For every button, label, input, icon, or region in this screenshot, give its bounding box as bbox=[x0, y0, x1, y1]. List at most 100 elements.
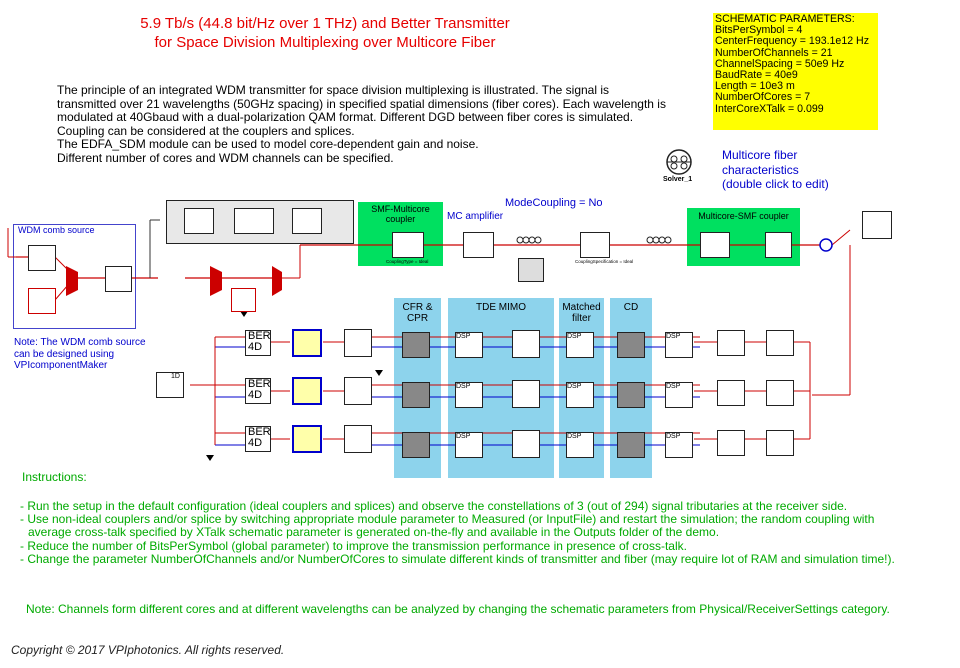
constellation-icon[interactable] bbox=[292, 425, 322, 453]
param-item: BaudRate = 40e9 bbox=[715, 69, 798, 82]
coupler-module[interactable] bbox=[765, 232, 792, 258]
laser-source-module[interactable] bbox=[28, 245, 56, 271]
cd-module[interactable] bbox=[617, 332, 645, 358]
mcf-line: characteristics bbox=[722, 162, 799, 177]
decoder-module[interactable] bbox=[344, 425, 372, 453]
constellation-icon[interactable] bbox=[292, 377, 322, 405]
mimo-module[interactable] bbox=[512, 330, 540, 358]
decoder-module[interactable] bbox=[344, 329, 372, 357]
constellation-icon[interactable] bbox=[292, 329, 322, 357]
instruction-item: - Change the parameter NumberOfChannels … bbox=[20, 551, 895, 566]
dsp-label: DSP bbox=[666, 333, 681, 340]
spectrum-analyzer-icon[interactable] bbox=[862, 211, 892, 239]
dsp-module[interactable]: DSP bbox=[566, 332, 594, 358]
coherent-receiver-module[interactable] bbox=[717, 330, 745, 356]
coherent-receiver-module[interactable] bbox=[717, 380, 745, 406]
plot-1d-icon[interactable]: 1D bbox=[156, 372, 184, 398]
dsp-label: DSP bbox=[567, 383, 582, 390]
ber-label: BER bbox=[248, 330, 271, 342]
cd-module[interactable] bbox=[617, 432, 645, 458]
coupling-spec-label: CouplingSpecification = Ideal bbox=[575, 259, 634, 264]
cd-module[interactable] bbox=[617, 382, 645, 408]
dsp-module[interactable]: DSP bbox=[665, 332, 693, 358]
dsp-label: DSP bbox=[456, 383, 471, 390]
desc-line: Different number of cores and WDM channe… bbox=[57, 150, 394, 165]
dsp-module[interactable]: DSP bbox=[455, 382, 483, 408]
params-header: SCHEMATIC PARAMETERS: bbox=[715, 13, 855, 25]
wdm-comb-source-label: WDM comb source bbox=[18, 225, 95, 235]
ber-label: 4D bbox=[248, 389, 263, 401]
dsp-label: DSP bbox=[567, 333, 582, 340]
fan-in-module[interactable] bbox=[392, 232, 424, 258]
title-line-2: for Space Division Multiplexing over Mul… bbox=[154, 34, 496, 51]
param-item: ChannelSpacing = 50e9 Hz bbox=[715, 57, 845, 70]
modulator-module[interactable] bbox=[292, 208, 322, 234]
instructions-heading: Instructions: bbox=[22, 470, 87, 484]
mcf-line: Multicore fiber bbox=[722, 148, 798, 162]
desc-line: modulated at 40Gbaud with a dual-polariz… bbox=[57, 110, 634, 124]
cfr-cpr-module[interactable] bbox=[402, 432, 430, 458]
param-item: BitsPerSymbol = 4 bbox=[715, 24, 803, 37]
dsp-module[interactable]: DSP bbox=[455, 432, 483, 458]
schematic-parameters[interactable]: SCHEMATIC PARAMETERS: BitsPerSymbol = 4 … bbox=[713, 13, 878, 130]
optical-filter-module[interactable] bbox=[766, 330, 794, 356]
dsp-module[interactable]: DSP bbox=[455, 332, 483, 358]
dsp-label: DSP bbox=[666, 433, 681, 440]
wdm-comb-source-box[interactable] bbox=[13, 224, 136, 329]
splice-module[interactable] bbox=[580, 232, 610, 258]
data-source-module[interactable] bbox=[231, 288, 256, 312]
dsp-module[interactable]: DSP bbox=[665, 382, 693, 408]
smf-mc-label: SMF-Multicore bbox=[371, 204, 430, 214]
mimo-module[interactable] bbox=[512, 430, 540, 458]
amplifier-module[interactable] bbox=[463, 232, 494, 258]
instructions-list: - Run the setup in the default configura… bbox=[20, 499, 920, 566]
desc-line: The EDFA_SDM module can be used to model… bbox=[57, 137, 479, 151]
stage-label: filter bbox=[572, 313, 591, 324]
mimo-module[interactable] bbox=[512, 380, 540, 408]
solver-icon[interactable] bbox=[664, 148, 694, 176]
desc-line: transmitted over 21 wavelengths (50GHz s… bbox=[57, 96, 666, 111]
stage-label: TDE MIMO bbox=[476, 302, 526, 313]
dsp-module[interactable]: DSP bbox=[665, 432, 693, 458]
fan-out-module[interactable] bbox=[700, 232, 730, 258]
decoder-module[interactable] bbox=[344, 377, 372, 405]
channels-note: Note: Channels form different cores and … bbox=[26, 602, 890, 616]
modulator-module[interactable] bbox=[184, 208, 214, 234]
mc-amplifier-label: MC amplifier bbox=[447, 211, 504, 222]
multicore-fiber-link[interactable]: Multicore fiber characteristics (double … bbox=[722, 148, 829, 192]
param-item: CenterFrequency = 193.1e12 Hz bbox=[715, 35, 869, 48]
stage-label: Matched bbox=[562, 302, 601, 313]
coherent-receiver-module[interactable] bbox=[717, 430, 745, 456]
param-item: NumberOfChannels = 21 bbox=[715, 46, 833, 59]
instruction-item: - Run the setup in the default configura… bbox=[20, 499, 848, 513]
title-line-1: 5.9 Tb/s (44.8 bit/Hz over 1 THz) and Be… bbox=[140, 15, 510, 32]
dsp-label: DSP bbox=[456, 333, 471, 340]
stage-label: CFR & bbox=[402, 302, 433, 313]
splitter-module[interactable] bbox=[105, 266, 132, 292]
copyright: Copyright © 2017 VPIphotonics. All right… bbox=[11, 643, 285, 657]
spectrum-analyzer-icon[interactable] bbox=[518, 258, 544, 282]
coupling-type-label: CouplingType = Ideal bbox=[386, 259, 429, 264]
dsp-module[interactable]: DSP bbox=[566, 432, 594, 458]
ber-label: BER bbox=[248, 378, 271, 390]
note-line: VPIcomponentMaker bbox=[14, 360, 108, 371]
param-item: Length = 10e3 m bbox=[715, 80, 795, 93]
dsp-label: DSP bbox=[666, 383, 681, 390]
laser-module[interactable] bbox=[234, 208, 274, 234]
mc-smf-label: Multicore-SMF coupler bbox=[698, 211, 789, 221]
cfr-cpr-module[interactable] bbox=[402, 382, 430, 408]
dsp-module[interactable]: DSP bbox=[566, 382, 594, 408]
stage-label: CPR bbox=[406, 313, 429, 324]
optical-filter-module[interactable] bbox=[766, 380, 794, 406]
optical-filter-module[interactable] bbox=[766, 430, 794, 456]
data-source-module[interactable] bbox=[28, 288, 56, 314]
cfr-cpr-module[interactable] bbox=[402, 332, 430, 358]
mode-coupling-label: ModeCoupling = No bbox=[505, 197, 603, 209]
polarization-splitter-module[interactable] bbox=[158, 266, 185, 292]
desc-line: Coupling can be considered at the couple… bbox=[57, 123, 355, 138]
mcf-line: (double click to edit) bbox=[722, 177, 829, 191]
page-title: 5.9 Tb/s (44.8 bit/Hz over 1 THz) and Be… bbox=[0, 14, 650, 52]
